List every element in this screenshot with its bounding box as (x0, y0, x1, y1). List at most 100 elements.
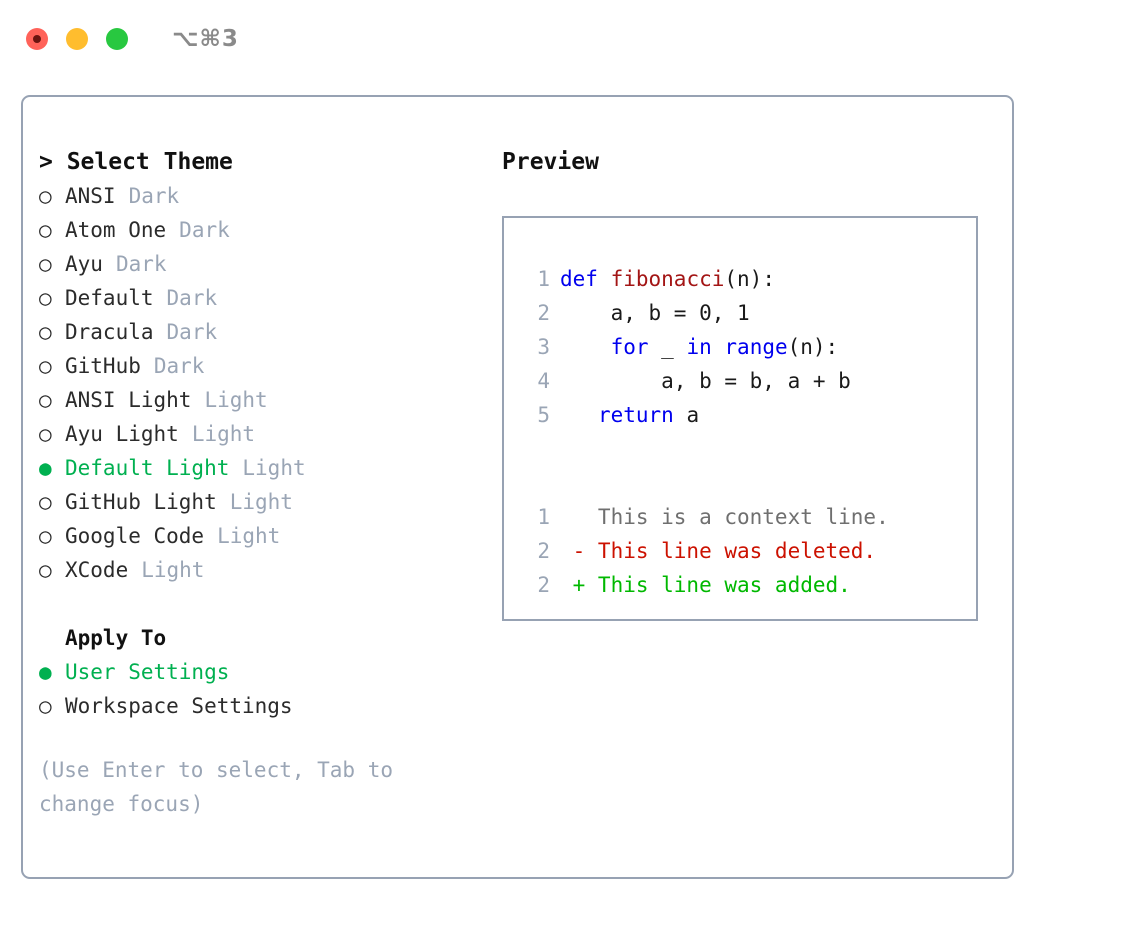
theme-option-label: Ayu Light (65, 422, 179, 446)
code-line-text: a, b = b, a + b (560, 364, 851, 398)
preview-title: Preview (502, 149, 599, 175)
keyboard-shortcut-label: ⌥⌘3 (172, 26, 239, 52)
apply-to-option-workspace-settings[interactable]: ○Workspace Settings (39, 689, 479, 723)
theme-option-label: Default (65, 286, 154, 310)
theme-variant-tag: Light (191, 422, 256, 446)
minimize-button[interactable] (66, 28, 88, 50)
theme-variant-tag: Dark (115, 252, 167, 276)
radio-selected-icon: ● (39, 456, 52, 480)
radio-unselected-icon: ○ (39, 184, 52, 208)
theme-option-ansi-light[interactable]: ○ ANSI Light Light (39, 383, 479, 417)
theme-variant-tag: Light (242, 456, 306, 480)
theme-option-atom-one[interactable]: ○ Atom One Dark (39, 213, 479, 247)
line-number: 2 (537, 539, 550, 563)
code-token: a (673, 403, 700, 427)
apply-to-header: Apply To (65, 626, 167, 650)
line-number: 2 (537, 301, 550, 325)
theme-variant-tag: Dark (153, 354, 205, 378)
theme-option-label: Google Code (65, 524, 205, 548)
code-token: _ (648, 335, 687, 359)
diff-sample: 1 This is a context line.2 - This line w… (522, 500, 976, 602)
code-line-text: return a (560, 398, 699, 432)
maximize-button[interactable] (106, 28, 128, 50)
theme-option-ayu-light[interactable]: ○ Ayu Light Light (39, 417, 479, 451)
theme-option-label: GitHub (65, 354, 141, 378)
radio-unselected-icon: ○ (39, 252, 52, 276)
code-token: def (560, 267, 598, 291)
line-number: 1 (537, 267, 550, 291)
theme-variant-tag: Light (141, 558, 205, 582)
theme-list-header: > Select Theme (39, 149, 233, 175)
code-line: 2 a, b = 0, 1 (522, 296, 976, 330)
code-line: 1 def fibonacci(n): (522, 262, 976, 296)
line-number: 3 (537, 335, 550, 359)
apply-to-option-user-settings[interactable]: ● User Settings (39, 655, 479, 689)
diff-line-ctx: 1 This is a context line. (522, 500, 976, 534)
list-spacer (39, 587, 479, 621)
traffic-lights (26, 28, 128, 50)
code-token: fibonacci (610, 267, 725, 291)
diff-line-text: + This line was added. (560, 573, 851, 597)
radio-unselected-icon: ○ (39, 354, 52, 378)
title-bar: ⌥⌘3 (0, 0, 1140, 78)
diff-line-text: This is a context line. (560, 505, 889, 529)
line-number: 1 (537, 505, 550, 529)
code-token: return (597, 403, 674, 427)
theme-option-dracula[interactable]: ○ Dracula Dark (39, 315, 479, 349)
radio-unselected-icon: ○ (39, 320, 52, 344)
theme-variant-tag: Dark (179, 218, 230, 242)
code-line: 3 for _ in range(n): (522, 330, 976, 364)
theme-variant-tag: Light (217, 524, 281, 548)
code-line-text: def fibonacci(n): (560, 262, 775, 296)
theme-option-ayu[interactable]: ○ Ayu Dark (39, 247, 479, 281)
radio-unselected-icon: ○ (39, 558, 52, 582)
theme-option-label: XCode (65, 558, 129, 582)
radio-selected-icon: ● (39, 660, 52, 684)
radio-unselected-icon: ○ (39, 490, 52, 514)
code-token (560, 403, 598, 427)
theme-option-label: Atom One (65, 218, 167, 242)
radio-unselected-icon: ○ (39, 286, 52, 310)
code-line: 5 return a (522, 398, 976, 432)
radio-unselected-icon: ○ (39, 218, 52, 242)
code-line: 4 a, b = b, a + b (522, 364, 976, 398)
radio-unselected-icon: ○ (39, 524, 52, 548)
theme-option-xcode[interactable]: ○ XCode Light (39, 553, 479, 587)
recording-indicator-icon (33, 35, 41, 43)
code-token: range (724, 335, 788, 359)
theme-option-label: ANSI (65, 184, 116, 208)
theme-variant-tag: Dark (166, 286, 218, 310)
apply-to-list[interactable]: ● User Settings ○Workspace Settings (39, 655, 479, 723)
theme-option-label: Dracula (65, 320, 154, 344)
theme-option-google-code[interactable]: ○ Google Code Light (39, 519, 479, 553)
theme-variant-tag: Dark (128, 184, 180, 208)
theme-option-default-light[interactable]: ● Default Light Light (39, 451, 479, 485)
theme-option-ansi[interactable]: ○ ANSI Dark (39, 179, 479, 213)
code-token: (n): (724, 267, 775, 291)
theme-variant-tag: Dark (166, 320, 218, 344)
radio-unselected-icon: ○ (39, 422, 52, 446)
close-button[interactable] (26, 28, 48, 50)
theme-option-github[interactable]: ○ GitHub Dark (39, 349, 479, 383)
code-token (560, 335, 611, 359)
code-blank-line (522, 432, 976, 466)
code-line-text: for _ in range(n): (560, 330, 839, 364)
radio-unselected-icon: ○ (39, 388, 52, 412)
theme-variant-tag: Light (204, 388, 268, 412)
code-line-text: a, b = 0, 1 (560, 296, 750, 330)
line-number: 2 (537, 573, 550, 597)
theme-option-label: ANSI Light (65, 388, 192, 412)
theme-option-label: Ayu (65, 252, 103, 276)
line-number: 5 (537, 403, 550, 427)
code-token: a, b = 0, 1 (560, 301, 750, 325)
theme-option-label: Default Light (65, 456, 230, 480)
theme-option-default[interactable]: ○ Default Dark (39, 281, 479, 315)
apply-to-option-label: User Settings (65, 660, 230, 684)
diff-line-add: 2 + This line was added. (522, 568, 976, 602)
